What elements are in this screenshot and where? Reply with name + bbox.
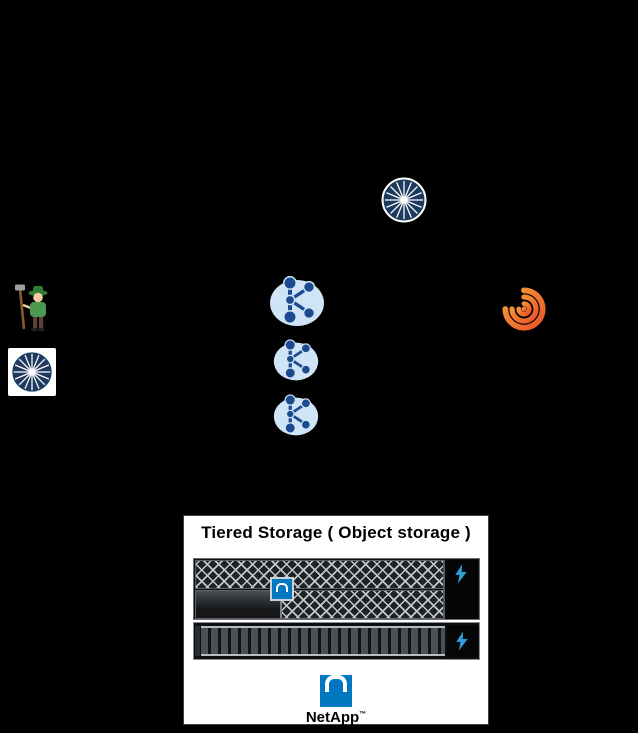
netapp-logo-square: [320, 675, 352, 707]
chassis-bezel-row-1: [195, 560, 446, 589]
starburst-icon-top: [380, 176, 428, 224]
starburst-icon-left: [8, 348, 56, 396]
tiered-storage-box: Tiered Storage ( Object storage ): [183, 515, 489, 726]
netapp-arch-mark: [276, 583, 289, 592]
lightning-icon: [450, 563, 472, 585]
netapp-emblem-icon: [270, 577, 295, 601]
kafka-icon-3: [270, 391, 322, 437]
kafka-icon-2: [270, 336, 322, 382]
shelf-end-cap: [447, 625, 478, 657]
netapp-logo: NetApp™: [271, 668, 401, 726]
shelf-left-ear: [195, 626, 200, 656]
lightning-icon: [451, 630, 473, 652]
zookeeper-person-icon: [12, 283, 54, 333]
grafana-icon: [500, 286, 548, 332]
kafka-icon-1: [268, 272, 326, 328]
netapp-arch-mark: [325, 675, 347, 692]
netapp-wordmark-text: NetApp: [305, 709, 360, 726]
chassis-end-cap: [443, 560, 478, 619]
netapp-wordmark: NetApp™: [271, 709, 401, 726]
chassis-drive-panel: [196, 591, 282, 618]
netapp-disk-shelf-image: [193, 622, 480, 660]
shelf-drive-slots: [201, 626, 445, 656]
tiered-storage-title: Tiered Storage ( Object storage ): [201, 523, 471, 542]
netapp-trademark: ™: [359, 711, 367, 718]
netapp-controller-image: [193, 558, 480, 620]
